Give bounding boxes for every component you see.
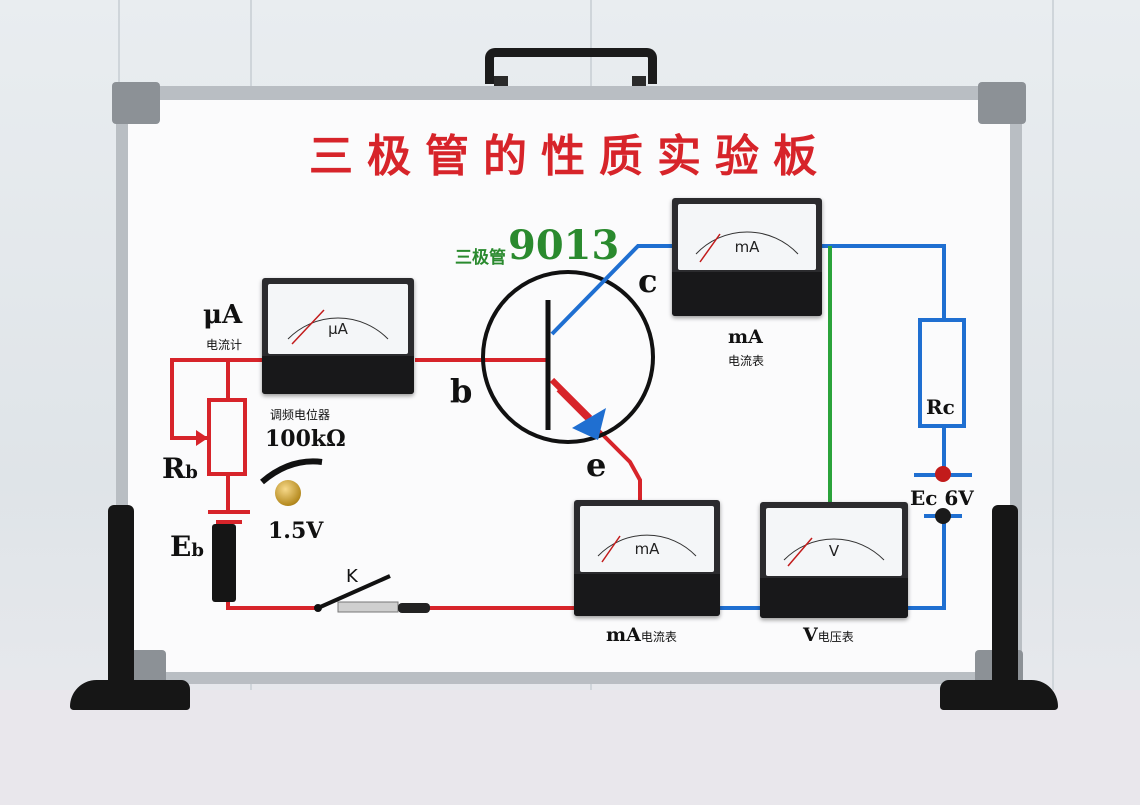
voltmeter-scale: [783, 537, 885, 567]
wire-switch-left: [226, 580, 318, 610]
fuse-holder: [337, 601, 399, 613]
microammeter-unit: μA: [328, 320, 348, 338]
potentiometer-value: 100kΩ: [265, 426, 346, 452]
switch-label: K: [346, 566, 358, 587]
carry-handle[interactable]: [485, 48, 657, 84]
battery-c-label: Ec 6V: [910, 486, 974, 510]
wire-rc-top: [822, 244, 946, 320]
ma-emitter-caption: mA电流表: [606, 624, 677, 646]
potentiometer-body: [207, 398, 247, 476]
wire-collector: [550, 244, 672, 336]
ma-meter-emitter-scale: [597, 534, 697, 563]
voltmeter: V: [760, 502, 908, 618]
base-label: b: [450, 372, 473, 410]
voltmeter-unit: V: [828, 542, 840, 560]
emitter-arrow: [572, 408, 606, 440]
battery-b-symbol-main: E: [170, 530, 192, 563]
frame-corner: [112, 82, 160, 124]
resistor-c-body: [918, 318, 966, 428]
potentiometer-label: 调频电位器: [270, 408, 331, 422]
pot-knob[interactable]: [275, 480, 301, 506]
ma-meter-collector: mA: [672, 198, 822, 316]
stand-right: [992, 505, 1018, 695]
switch-blade: [317, 574, 391, 610]
potentiometer-symbol-sub: b: [185, 462, 198, 483]
potentiometer-symbol-main: R: [162, 452, 186, 485]
ma-meter-collector-unit: mA: [734, 238, 760, 256]
voltmeter-sub: 电压表: [817, 630, 854, 644]
battery-b-symbol: Eb: [170, 530, 204, 563]
pot-wiper-arrow: [196, 430, 208, 446]
microammeter: μA: [262, 278, 414, 394]
voltmeter-caption: V电压表: [803, 624, 854, 646]
battery-b-symbol-sub: b: [191, 540, 204, 561]
board-title: 三极管的性质实验板: [309, 131, 831, 182]
terminal-ec-negative[interactable]: [935, 508, 951, 524]
ma-meter-collector-scale: [695, 231, 799, 263]
switch-pivot: [314, 604, 322, 612]
emitter-label: e: [586, 446, 607, 484]
transistor-model: 9013: [508, 222, 620, 269]
stand-right-foot: [940, 680, 1058, 710]
ma-collector-label: mA: [728, 326, 763, 348]
microammeter-label: μA: [203, 300, 243, 330]
terminal-ec-positive[interactable]: [935, 466, 951, 482]
wall-slat: [1052, 0, 1054, 690]
microammeter-scale: [287, 309, 389, 345]
wire-base-loop: [170, 358, 228, 440]
fuse-cap: [398, 603, 430, 613]
battery-b-voltage: 1.5V: [268, 518, 324, 544]
stand-left: [108, 505, 134, 695]
voltmeter-label: V: [803, 624, 818, 646]
transistor-circle: [481, 270, 655, 444]
stand-left-foot: [70, 680, 190, 710]
battery-b-holder: [212, 524, 236, 602]
potentiometer-symbol: Rb: [162, 452, 198, 485]
ma-emitter-label: mA: [606, 624, 641, 646]
transistor-prefix: 三极管: [455, 248, 506, 268]
ma-meter-emitter-unit: mA: [634, 540, 660, 558]
frame-corner: [978, 82, 1026, 124]
wire-ec-return: [908, 520, 946, 610]
resistor-c-label: Rc: [926, 395, 955, 419]
collector-label: c: [638, 262, 658, 300]
ma-collector-sub: 电流表: [728, 354, 765, 368]
ma-emitter-sub: 电流表: [640, 630, 677, 644]
ma-meter-emitter: mA: [574, 500, 720, 616]
microammeter-sub: 电流计: [206, 338, 243, 352]
emitter-line: [549, 377, 593, 421]
pot-knob-arc: [260, 458, 323, 485]
